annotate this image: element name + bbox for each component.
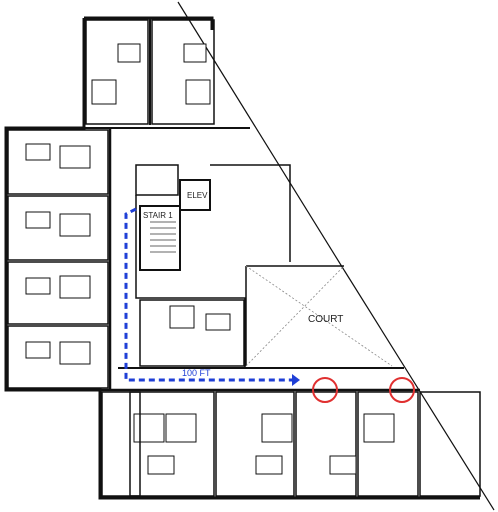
stair-treads (150, 221, 176, 253)
elevator-label: ELEV (187, 191, 208, 200)
path-arrowhead (292, 374, 300, 386)
court-label: COURT (308, 314, 343, 325)
exterior-walls (4, 1, 495, 511)
red-circle-1 (312, 377, 338, 403)
red-circle-2 (389, 377, 415, 403)
court-diagonals (245, 265, 393, 367)
egress-path (124, 207, 292, 382)
beds (25, 43, 357, 475)
stair-label: STAIR 1 (143, 211, 173, 220)
distance-label: 100 FT (182, 368, 211, 378)
